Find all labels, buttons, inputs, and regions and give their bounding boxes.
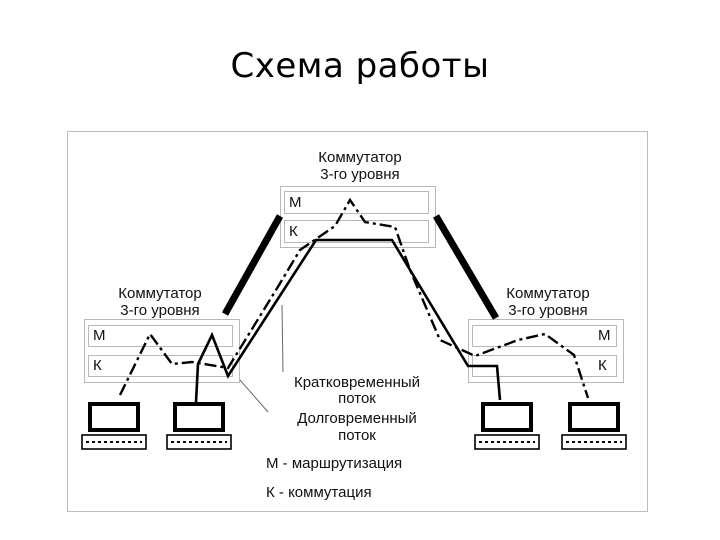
left-switch-k-label: К [93, 357, 102, 374]
computer-icon [474, 402, 540, 450]
long-flow-path [194, 238, 502, 403]
left-switch-label-line2: 3-го уровня [120, 302, 200, 319]
left-switch-m-row [88, 325, 233, 347]
legend-leader-long [239, 379, 269, 413]
legend-long-flow-line2: поток [338, 427, 376, 444]
right-trunk-link [432, 214, 500, 320]
legend-short-flow-line2: поток [338, 390, 376, 407]
legend-m-definition: М - маршрутизация [266, 455, 403, 472]
right-switch-m-row [472, 325, 617, 347]
top-switch-k-label: К [289, 223, 298, 240]
computer-icon [81, 402, 147, 450]
right-switch-m-label: М [598, 327, 611, 344]
left-switch-m-label: М [93, 327, 106, 344]
top-switch-m-row [284, 191, 429, 214]
right-switch-label-line1: Коммутатор [506, 285, 590, 302]
left-switch-label-line1: Коммутатор [118, 285, 202, 302]
right-switch-k-label: К [598, 357, 607, 374]
top-switch-label-line1: Коммутатор [318, 149, 402, 166]
left-trunk-link [221, 214, 284, 316]
legend-short-flow-line1: Кратковременный [293, 374, 421, 391]
slide-title: Схема работы [230, 46, 490, 86]
short-flow-path [118, 197, 590, 399]
legend-leader-short [281, 304, 284, 373]
top-switch-label-line2: 3-го уровня [320, 166, 400, 183]
legend-long-flow-line1: Долговременный [297, 410, 417, 427]
computer-icon [561, 402, 627, 450]
computer-icon [166, 402, 232, 450]
legend-k-definition: К - коммутация [266, 484, 372, 501]
top-switch-m-label: М [289, 194, 302, 211]
right-switch-label-line2: 3-го уровня [508, 302, 588, 319]
